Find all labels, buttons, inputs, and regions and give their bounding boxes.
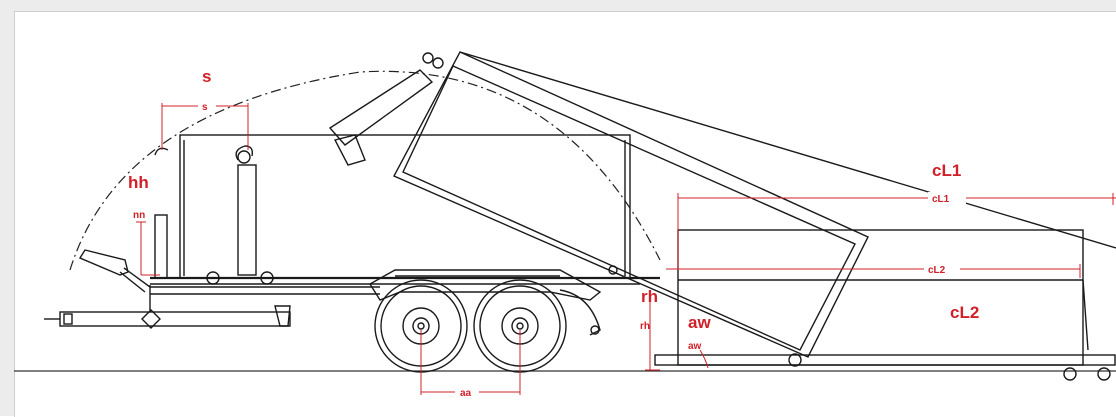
container-ground: [654, 229, 1116, 381]
hook-arm-lifting: [328, 52, 444, 166]
hook-arm-stowed: [154, 145, 274, 285]
container-tilted: [393, 51, 1116, 367]
label-s-small: s: [202, 102, 208, 113]
lift-arc: [69, 70, 661, 271]
label-cL2-large: cL2: [950, 303, 979, 322]
chassis: [150, 269, 660, 301]
label-cL1-large: cL1: [932, 161, 961, 180]
dim-cL2: [666, 264, 1081, 278]
jack-stand: [78, 249, 151, 293]
label-cL2-small: cL2: [928, 265, 946, 276]
dim-rh: [645, 300, 660, 371]
dim-nn: [136, 221, 160, 276]
diagram-panel: [14, 11, 1116, 417]
label-rh-small: rh: [640, 321, 650, 332]
dim-cL1: [677, 193, 1116, 270]
label-aw-small: aw: [688, 341, 702, 352]
label-aw-large: aw: [688, 313, 711, 332]
label-cL1-small: cL1: [932, 194, 950, 205]
mudguard-rear: [559, 289, 601, 336]
container-stowed: [154, 134, 631, 279]
drawbar: [44, 285, 380, 329]
label-aa: aa: [460, 388, 472, 399]
label-nn: nn: [133, 210, 145, 221]
label-s-large: s: [202, 67, 211, 86]
label-hh: hh: [128, 173, 149, 192]
label-rh-large: rh: [641, 287, 658, 306]
dim-aw: [699, 349, 709, 369]
